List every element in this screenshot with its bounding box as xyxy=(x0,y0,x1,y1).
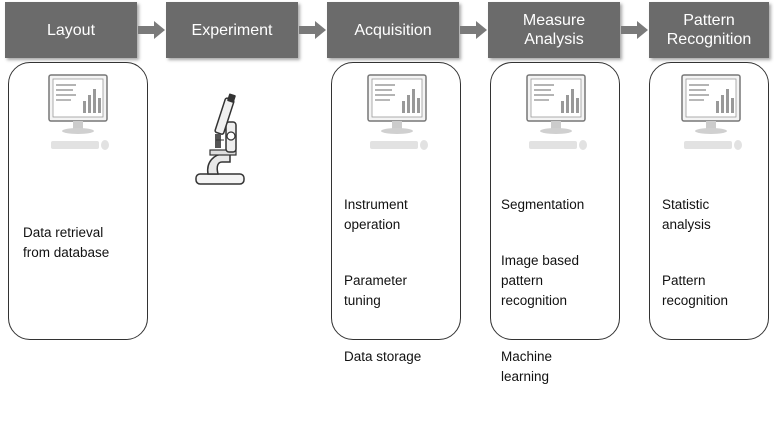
task-item: Statistic analysis xyxy=(662,197,711,232)
computer-monitor-icon xyxy=(681,74,742,150)
panel-pattern-recognition: Statistic analysis Pattern recognition xyxy=(649,62,769,340)
microscope-icon xyxy=(195,93,245,185)
computer-monitor-icon xyxy=(526,74,587,150)
task-item: Data storage xyxy=(344,349,422,364)
arrow-right-icon xyxy=(299,21,326,39)
stage-acquisition: Acquisition xyxy=(327,2,459,58)
task-item: Image based pattern recognition xyxy=(501,253,580,308)
task-item: Instrument operation xyxy=(344,197,408,232)
panel-acquisition: Instrument operation Parameter tuning Da… xyxy=(331,62,461,364)
task-item: Pattern recognition xyxy=(662,273,729,308)
panel-layout: Data retrieval from database xyxy=(8,62,148,340)
stage-experiment: Experiment xyxy=(166,2,298,58)
computer-monitor-icon xyxy=(367,74,428,150)
stage-pattern-recognition: Pattern Recognition xyxy=(649,2,769,58)
stage-measure-analysis: Measure Analysis xyxy=(488,2,620,58)
task-item: Machine learning xyxy=(501,349,553,384)
workflow-diagram: Layout Experiment Acquisition Measure An… xyxy=(5,2,769,384)
task-item: Data retrieval from database xyxy=(23,225,110,260)
arrow-right-icon xyxy=(621,21,648,39)
task-item: Parameter tuning xyxy=(344,273,408,308)
arrow-right-icon xyxy=(460,21,487,39)
task-item: Segmentation xyxy=(501,197,585,212)
arrow-right-icon xyxy=(138,21,165,39)
stage-layout: Layout xyxy=(5,2,137,58)
panel-measure-analysis: Segmentation Image based pattern recogni… xyxy=(490,62,620,384)
computer-monitor-icon xyxy=(48,74,109,150)
